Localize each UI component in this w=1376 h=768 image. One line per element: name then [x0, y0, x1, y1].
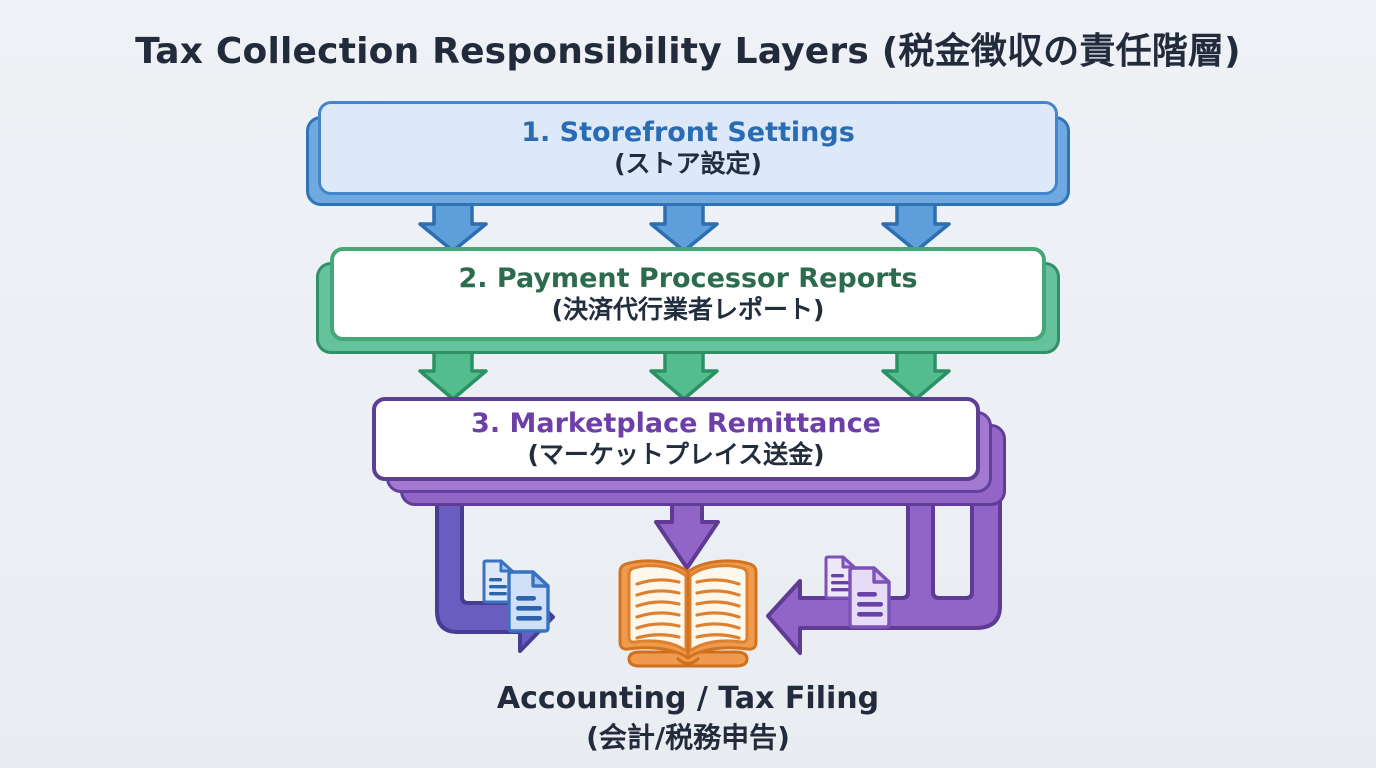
- layer3-subtitle: (マーケットプレイス送金): [527, 440, 825, 469]
- layer1-box-storefront-settings: 1. Storefront Settings (ストア設定): [318, 101, 1058, 195]
- elbow-arrow-purple-right: [766, 476, 1002, 655]
- layer2-subtitle: (決済代行業者レポート): [551, 295, 825, 324]
- layer3-heading: 3. Marketplace Remittance: [471, 408, 881, 439]
- output-heading: Accounting / Tax Filing: [496, 681, 880, 716]
- layer1-heading: 1. Storefront Settings: [521, 117, 855, 148]
- documents-icon-blue: [482, 559, 550, 633]
- layer2-heading: 2. Payment Processor Reports: [458, 263, 918, 294]
- open-book-icon: [618, 559, 758, 668]
- diagram-title: Tax Collection Responsibility Layers (税金…: [135, 31, 1241, 72]
- layer1-subtitle: (ストア設定): [614, 149, 762, 178]
- output-subtitle: (会計/税務申告): [586, 721, 790, 754]
- documents-icon-purple: [824, 555, 891, 629]
- layer3-box-marketplace-remittance: 3. Marketplace Remittance (マーケットプレイス送金): [372, 397, 980, 481]
- layer2-box-payment-processor-reports: 2. Payment Processor Reports (決済代行業者レポート…: [330, 247, 1046, 341]
